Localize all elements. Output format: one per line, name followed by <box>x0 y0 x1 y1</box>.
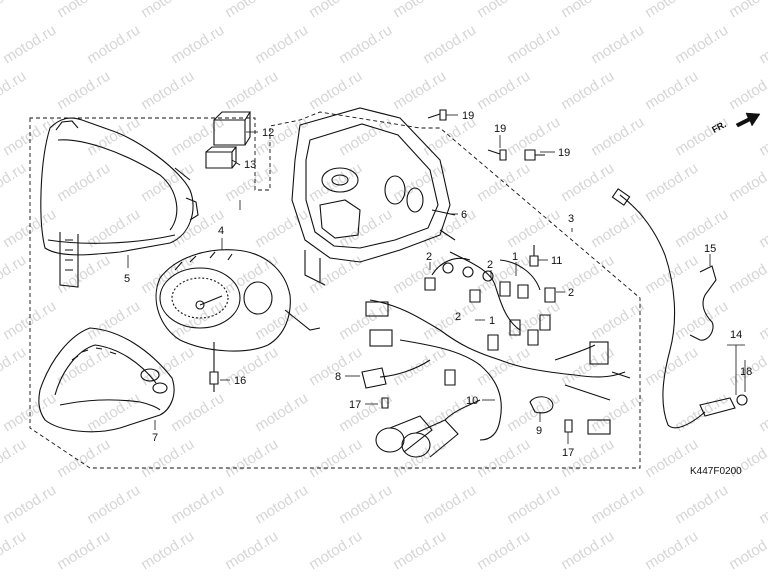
screw-19b <box>487 149 507 161</box>
callout-9: 9 <box>536 425 542 437</box>
callout-2a: 2 <box>426 251 432 263</box>
callout-19a: 19 <box>462 110 474 122</box>
part-8-clamp <box>361 367 387 389</box>
screw-19a <box>427 109 447 121</box>
callout-19c: 19 <box>558 147 570 159</box>
callout-13: 13 <box>244 159 256 171</box>
screw-17b <box>564 419 573 433</box>
meter-housing-part <box>291 107 456 286</box>
callout-17b: 17 <box>562 447 574 459</box>
part-12-relay <box>213 111 251 146</box>
front-arrow-icon <box>735 112 761 128</box>
meter-visor-part <box>40 117 199 288</box>
callout-labels: 12 13 19 19 19 6 3 4 5 2 2 1 11 2 1 2 8 … <box>124 110 752 459</box>
callout-11: 11 <box>551 255 562 267</box>
callout-19b: 19 <box>494 123 506 135</box>
callout-12: 12 <box>262 127 274 139</box>
part-10-bulb-sockets <box>375 399 481 458</box>
callout-17a: 17 <box>349 399 361 411</box>
callout-16: 16 <box>234 375 246 387</box>
meter-assembly-part <box>155 249 321 372</box>
callout-6: 6 <box>461 209 467 221</box>
screw-16 <box>209 371 219 392</box>
callout-1b: 1 <box>489 315 495 327</box>
callout-1a: 1 <box>512 251 518 263</box>
wire-harness-part <box>365 251 631 441</box>
meter-panel-part <box>38 327 175 433</box>
callout-7: 7 <box>152 432 158 444</box>
part-15-bracket <box>689 265 717 341</box>
callout-8: 8 <box>335 371 341 383</box>
speedometer-cable-part <box>611 188 748 429</box>
callout-5: 5 <box>124 273 130 285</box>
assembly-boundary <box>29 111 641 469</box>
leader-lines <box>127 114 746 444</box>
callout-3: 3 <box>568 213 574 225</box>
callout-2c: 2 <box>568 287 574 299</box>
screw-19c <box>524 149 545 161</box>
front-indicator-label: FR. <box>710 119 727 135</box>
callout-2d: 2 <box>455 311 461 323</box>
diagram-code: K447F0200 <box>690 466 742 477</box>
callout-15: 15 <box>704 243 716 255</box>
screw-17a <box>381 397 389 409</box>
callout-10: 10 <box>466 395 478 407</box>
callout-18: 18 <box>740 366 752 378</box>
part-13-socket <box>205 146 238 169</box>
screw-11 <box>529 245 539 267</box>
callout-14: 14 <box>730 329 742 341</box>
part-9-grommet <box>529 396 554 414</box>
callout-4: 4 <box>218 225 224 237</box>
callout-2b: 2 <box>487 259 493 271</box>
front-indicator: FR. <box>710 112 761 135</box>
